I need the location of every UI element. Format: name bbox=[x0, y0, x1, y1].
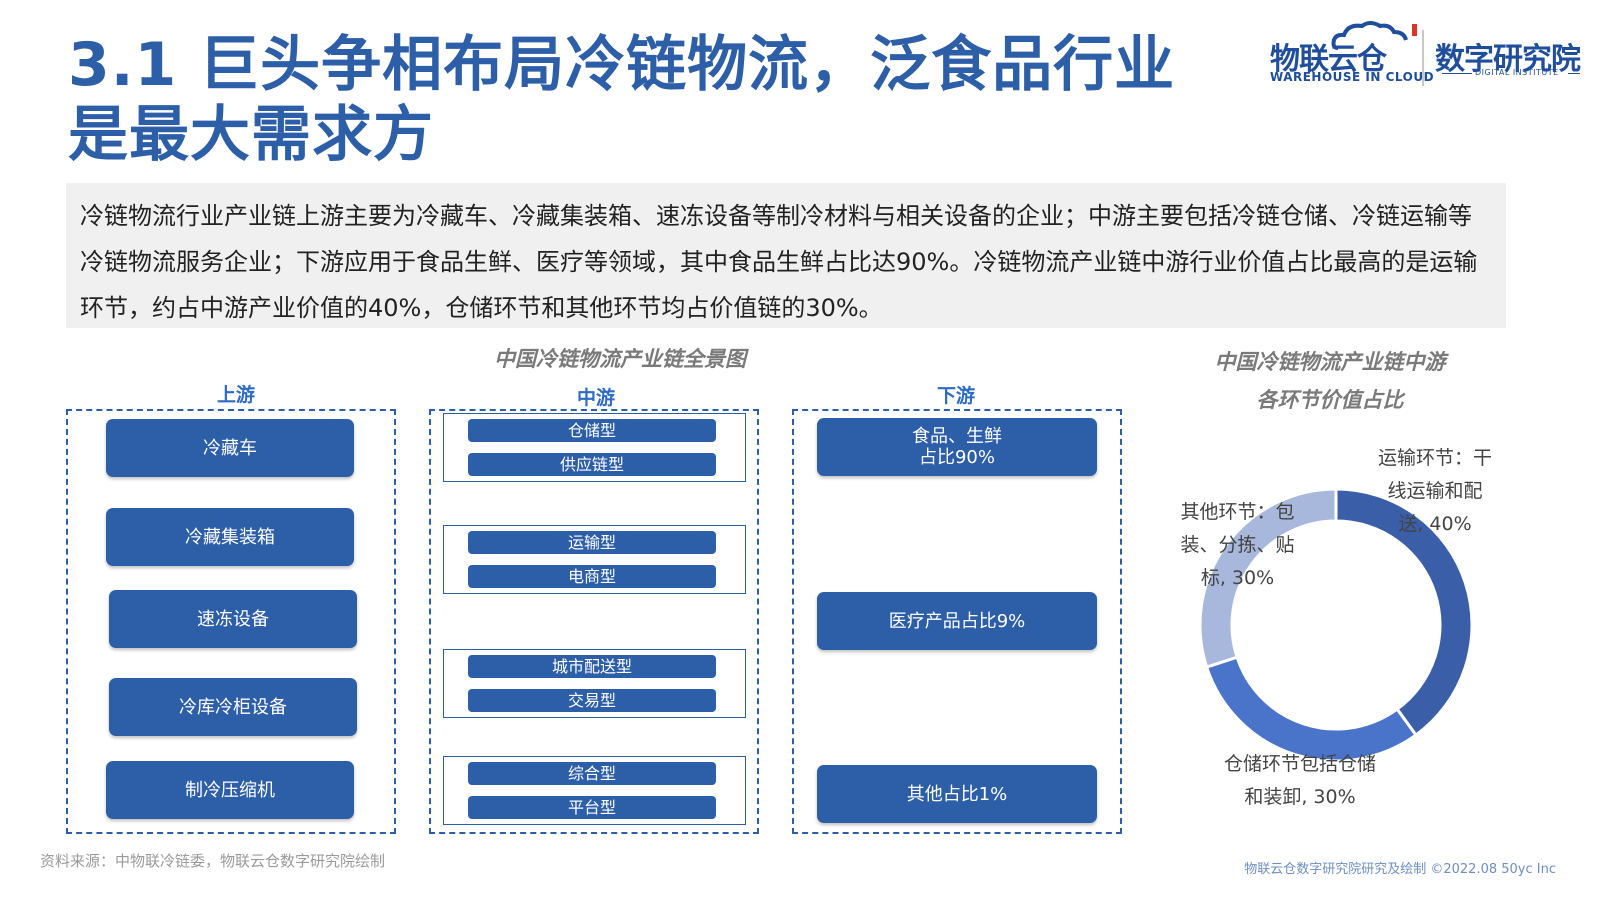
page-title: 3.1 巨头争相布局冷链物流，泛食品行业是最大需求方 bbox=[68, 30, 1176, 170]
chart-title-line: 各环节价值占比 bbox=[1256, 388, 1404, 412]
upstream-item: 冷库冷柜设备 bbox=[109, 678, 357, 736]
slice-label-line: 装、分拣、贴 bbox=[1180, 534, 1295, 556]
slice-label-line: 仓储环节包括仓储 bbox=[1223, 753, 1376, 775]
slice-label-line: 送, 40% bbox=[1398, 513, 1472, 535]
slice-label-line: 运输环节：干 bbox=[1377, 447, 1492, 469]
slice-other bbox=[1198, 487, 1338, 669]
donut-chart bbox=[1198, 487, 1474, 763]
upstream-box bbox=[66, 409, 396, 834]
slice-transport bbox=[1334, 487, 1474, 738]
slice-label-storage: 仓储环节包括仓储 和装卸, 30% bbox=[1205, 748, 1395, 814]
midstream-group: 综合型 平台型 bbox=[443, 756, 746, 825]
downstream-item: 医疗产品占比9% bbox=[817, 592, 1097, 650]
midstream-heading: 中游 bbox=[576, 387, 615, 409]
chart-title: 中国冷链物流产业链中游 各环节价值占比 bbox=[1170, 343, 1490, 419]
midstream-group: 仓储型 供应链型 bbox=[443, 413, 746, 482]
slice-label-line: 和装卸, 30% bbox=[1244, 786, 1356, 808]
downstream-item: 其他占比1% bbox=[817, 765, 1097, 823]
downstream-heading: 下游 bbox=[936, 385, 975, 407]
logo-left-subtext: WAREHOUSE IN CLOUD bbox=[1270, 70, 1435, 84]
midstream-item: 综合型 bbox=[468, 762, 716, 785]
slice-label-other: 其他环节：包 装、分拣、贴 标, 30% bbox=[1170, 496, 1305, 595]
slice-storage bbox=[1204, 655, 1419, 763]
brand-logo: 物联云仓 WAREHOUSE IN CLOUD 数字研究院 DIGITAL IN… bbox=[1270, 20, 1585, 90]
logo-rule bbox=[1442, 73, 1472, 74]
midstream-item: 仓储型 bbox=[468, 419, 716, 442]
midstream-group: 城市配送型 交易型 bbox=[443, 649, 746, 718]
midstream-box bbox=[429, 409, 759, 834]
midstream-group: 运输型 电商型 bbox=[443, 525, 746, 594]
downstream-item: 食品、生鲜 占比90% bbox=[817, 418, 1097, 476]
upstream-item: 速冻设备 bbox=[109, 590, 357, 648]
midstream-item: 交易型 bbox=[468, 689, 716, 712]
logo-rule bbox=[1568, 73, 1580, 74]
slice-label-line: 线运输和配 bbox=[1387, 480, 1483, 502]
slice-label-transport: 运输环节：干 线运输和配 送, 40% bbox=[1370, 442, 1500, 541]
downstream-box bbox=[792, 409, 1122, 834]
upstream-item: 冷藏集装箱 bbox=[106, 508, 354, 566]
upstream-heading: 上游 bbox=[216, 384, 255, 406]
midstream-item: 城市配送型 bbox=[468, 655, 716, 678]
chart-title-line: 中国冷链物流产业链中游 bbox=[1214, 350, 1446, 374]
diagram-title: 中国冷链物流产业链全景图 bbox=[494, 347, 746, 371]
logo-right-subtext: DIGITAL INSTITUTE bbox=[1475, 68, 1559, 77]
logo-divider bbox=[1422, 30, 1424, 86]
upstream-item: 制冷压缩机 bbox=[106, 761, 354, 819]
midstream-item: 平台型 bbox=[468, 796, 716, 819]
midstream-item: 电商型 bbox=[468, 565, 716, 588]
midstream-item: 运输型 bbox=[468, 531, 716, 554]
source-note: 资料来源：中物联冷链委，物联云仓数字研究院绘制 bbox=[40, 852, 386, 870]
cloud-icon bbox=[1331, 21, 1417, 50]
midstream-item: 供应链型 bbox=[468, 453, 716, 476]
footer-copyright: 物联云仓数字研究院研究及绘制 ©2022.08 50yc Inc bbox=[1244, 862, 1556, 877]
logo-right-text: 数字研究院 bbox=[1435, 42, 1581, 77]
upstream-item: 冷藏车 bbox=[106, 419, 354, 477]
slice-label-line: 其他环节：包 bbox=[1180, 501, 1295, 523]
logo-left-text: 物联云仓 bbox=[1270, 42, 1387, 77]
summary-paragraph: 冷链物流行业产业链上游主要为冷藏车、冷藏集装箱、速冻设备等制冷材料与相关设备的企… bbox=[66, 183, 1506, 328]
slice-label-line: 标, 30% bbox=[1200, 567, 1275, 589]
